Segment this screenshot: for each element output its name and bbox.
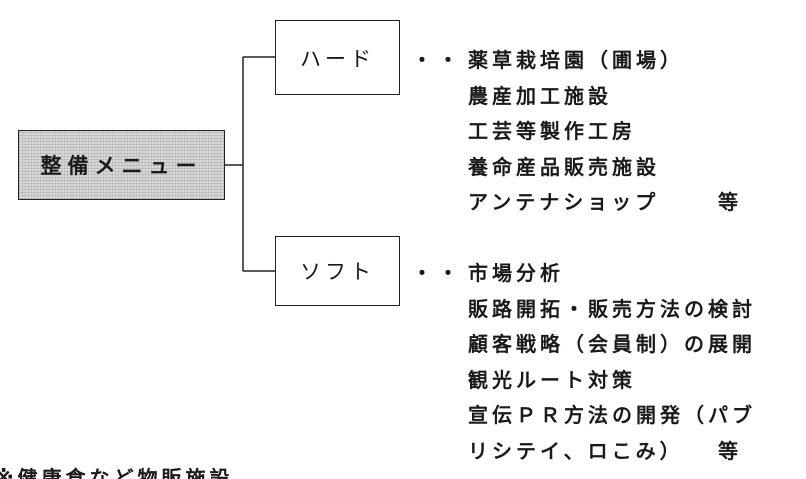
list-item: 農産加工施設 [468,83,612,108]
list-item: 養命産品販売施設 [468,154,660,179]
hard-item-list: ・・ 薬草栽培園（圃場） 農産加工施設 工芸等製作工房 養命産品販売施設 アンテ… [412,43,792,221]
soft-item-list: ・・ 市場分析 販路開拓・販売方法の検討 顧客戦略（会員制）の展開 観光ルート対… [412,256,792,469]
bullet-marker: ・・ [412,261,464,285]
list-item: 販路開拓・販売方法の検討 [468,296,756,321]
bullet-marker: ・・ [412,48,464,72]
list-item: リシテイ、ロこみ） 等 [412,434,792,470]
etc-label: 等 [718,438,742,463]
list-item: 工芸等製作工房 [468,119,636,143]
soft-node: ソフト [275,236,400,306]
list-item: ・・ 薬草栽培園（圃場） [412,43,792,79]
list-item: ・・ 市場分析 [412,256,792,292]
hard-node: ハード [275,20,400,95]
root-label: 整備メニュー [40,154,203,178]
list-item: 顧客戦略（会員制）の展開 [468,332,756,356]
list-item: 観光ルート対策 [468,367,636,392]
root-node: 整備メニュー [18,130,225,200]
soft-label: ソフト [300,260,375,284]
etc-label: 等 [718,190,742,214]
list-item: 宣伝ＰＲ方法の開発（パブ [468,403,756,427]
hard-label: ハード [300,46,375,71]
list-item: アンテナショップ 等 [412,185,792,221]
footer-note: ※健康食など物販施設 [0,466,234,479]
